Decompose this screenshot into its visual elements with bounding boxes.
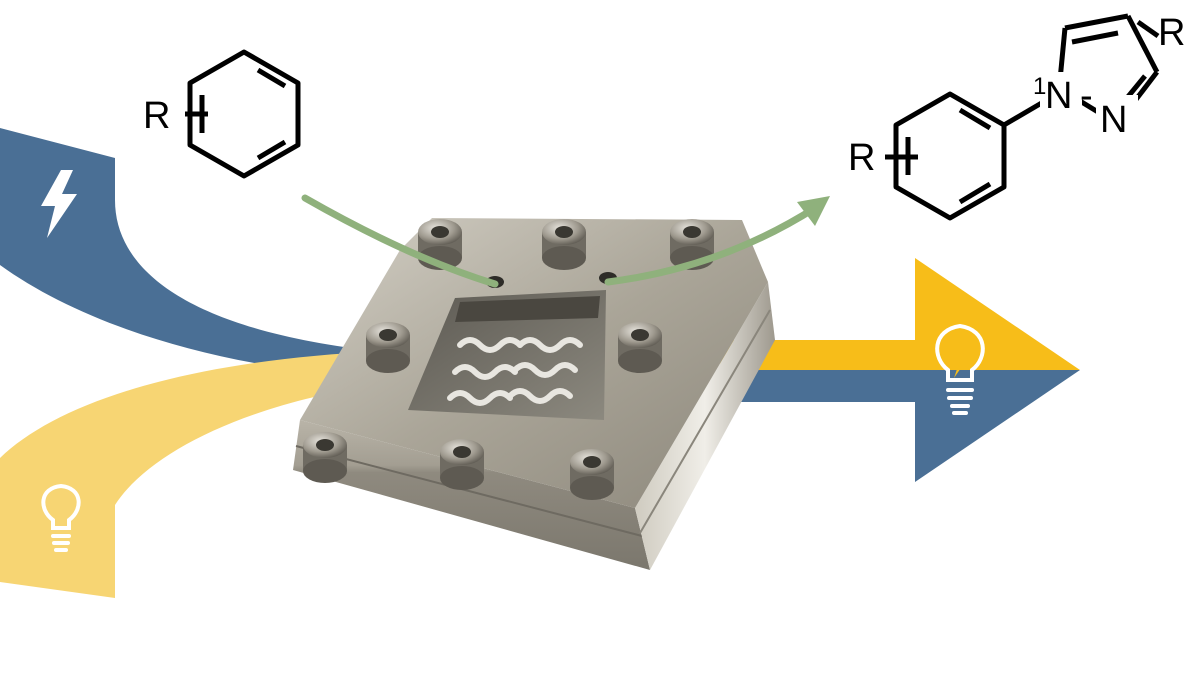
pyrazole-n1-locant: 1 <box>1033 73 1046 100</box>
pyrazole-n1-label: N <box>1045 75 1072 117</box>
chip-window <box>408 290 606 420</box>
screw-head <box>570 449 614 500</box>
screw-head <box>303 432 347 483</box>
aryl-substituent-label: R <box>848 137 875 179</box>
electricity-input-stream <box>0 128 420 380</box>
screw-head <box>418 219 462 270</box>
light-bulb-icon <box>41 483 81 552</box>
output-arrow-blue <box>720 370 1080 482</box>
reactant-benzene <box>185 49 301 179</box>
screw-head <box>618 322 662 373</box>
lightning-bolt-icon <box>41 170 77 238</box>
light-input-stream <box>0 350 420 598</box>
light-bulb-with-bolt-icon <box>935 323 985 415</box>
reagent-inlet-arrow <box>301 194 499 288</box>
chip-front-face <box>293 420 650 570</box>
pyrazole-n2-label: N <box>1100 99 1127 141</box>
screw-head <box>542 219 586 270</box>
screw-head <box>366 322 410 373</box>
output-arrow-yellow <box>720 258 1080 370</box>
reactant-substituent-label: R <box>143 95 170 137</box>
product-arrowhead <box>797 196 830 226</box>
pyrazole-bond-dash: - <box>1080 75 1093 117</box>
product-outlet-arrow <box>604 204 819 286</box>
flow-reactor-chip <box>293 218 775 570</box>
serpentine-channels <box>447 337 583 406</box>
chip-right-face <box>635 282 775 570</box>
pyrazole-substituent-label: R <box>1158 12 1185 54</box>
screw-set <box>303 219 714 500</box>
screw-head <box>440 439 484 490</box>
product-pyrazole <box>885 13 1160 221</box>
